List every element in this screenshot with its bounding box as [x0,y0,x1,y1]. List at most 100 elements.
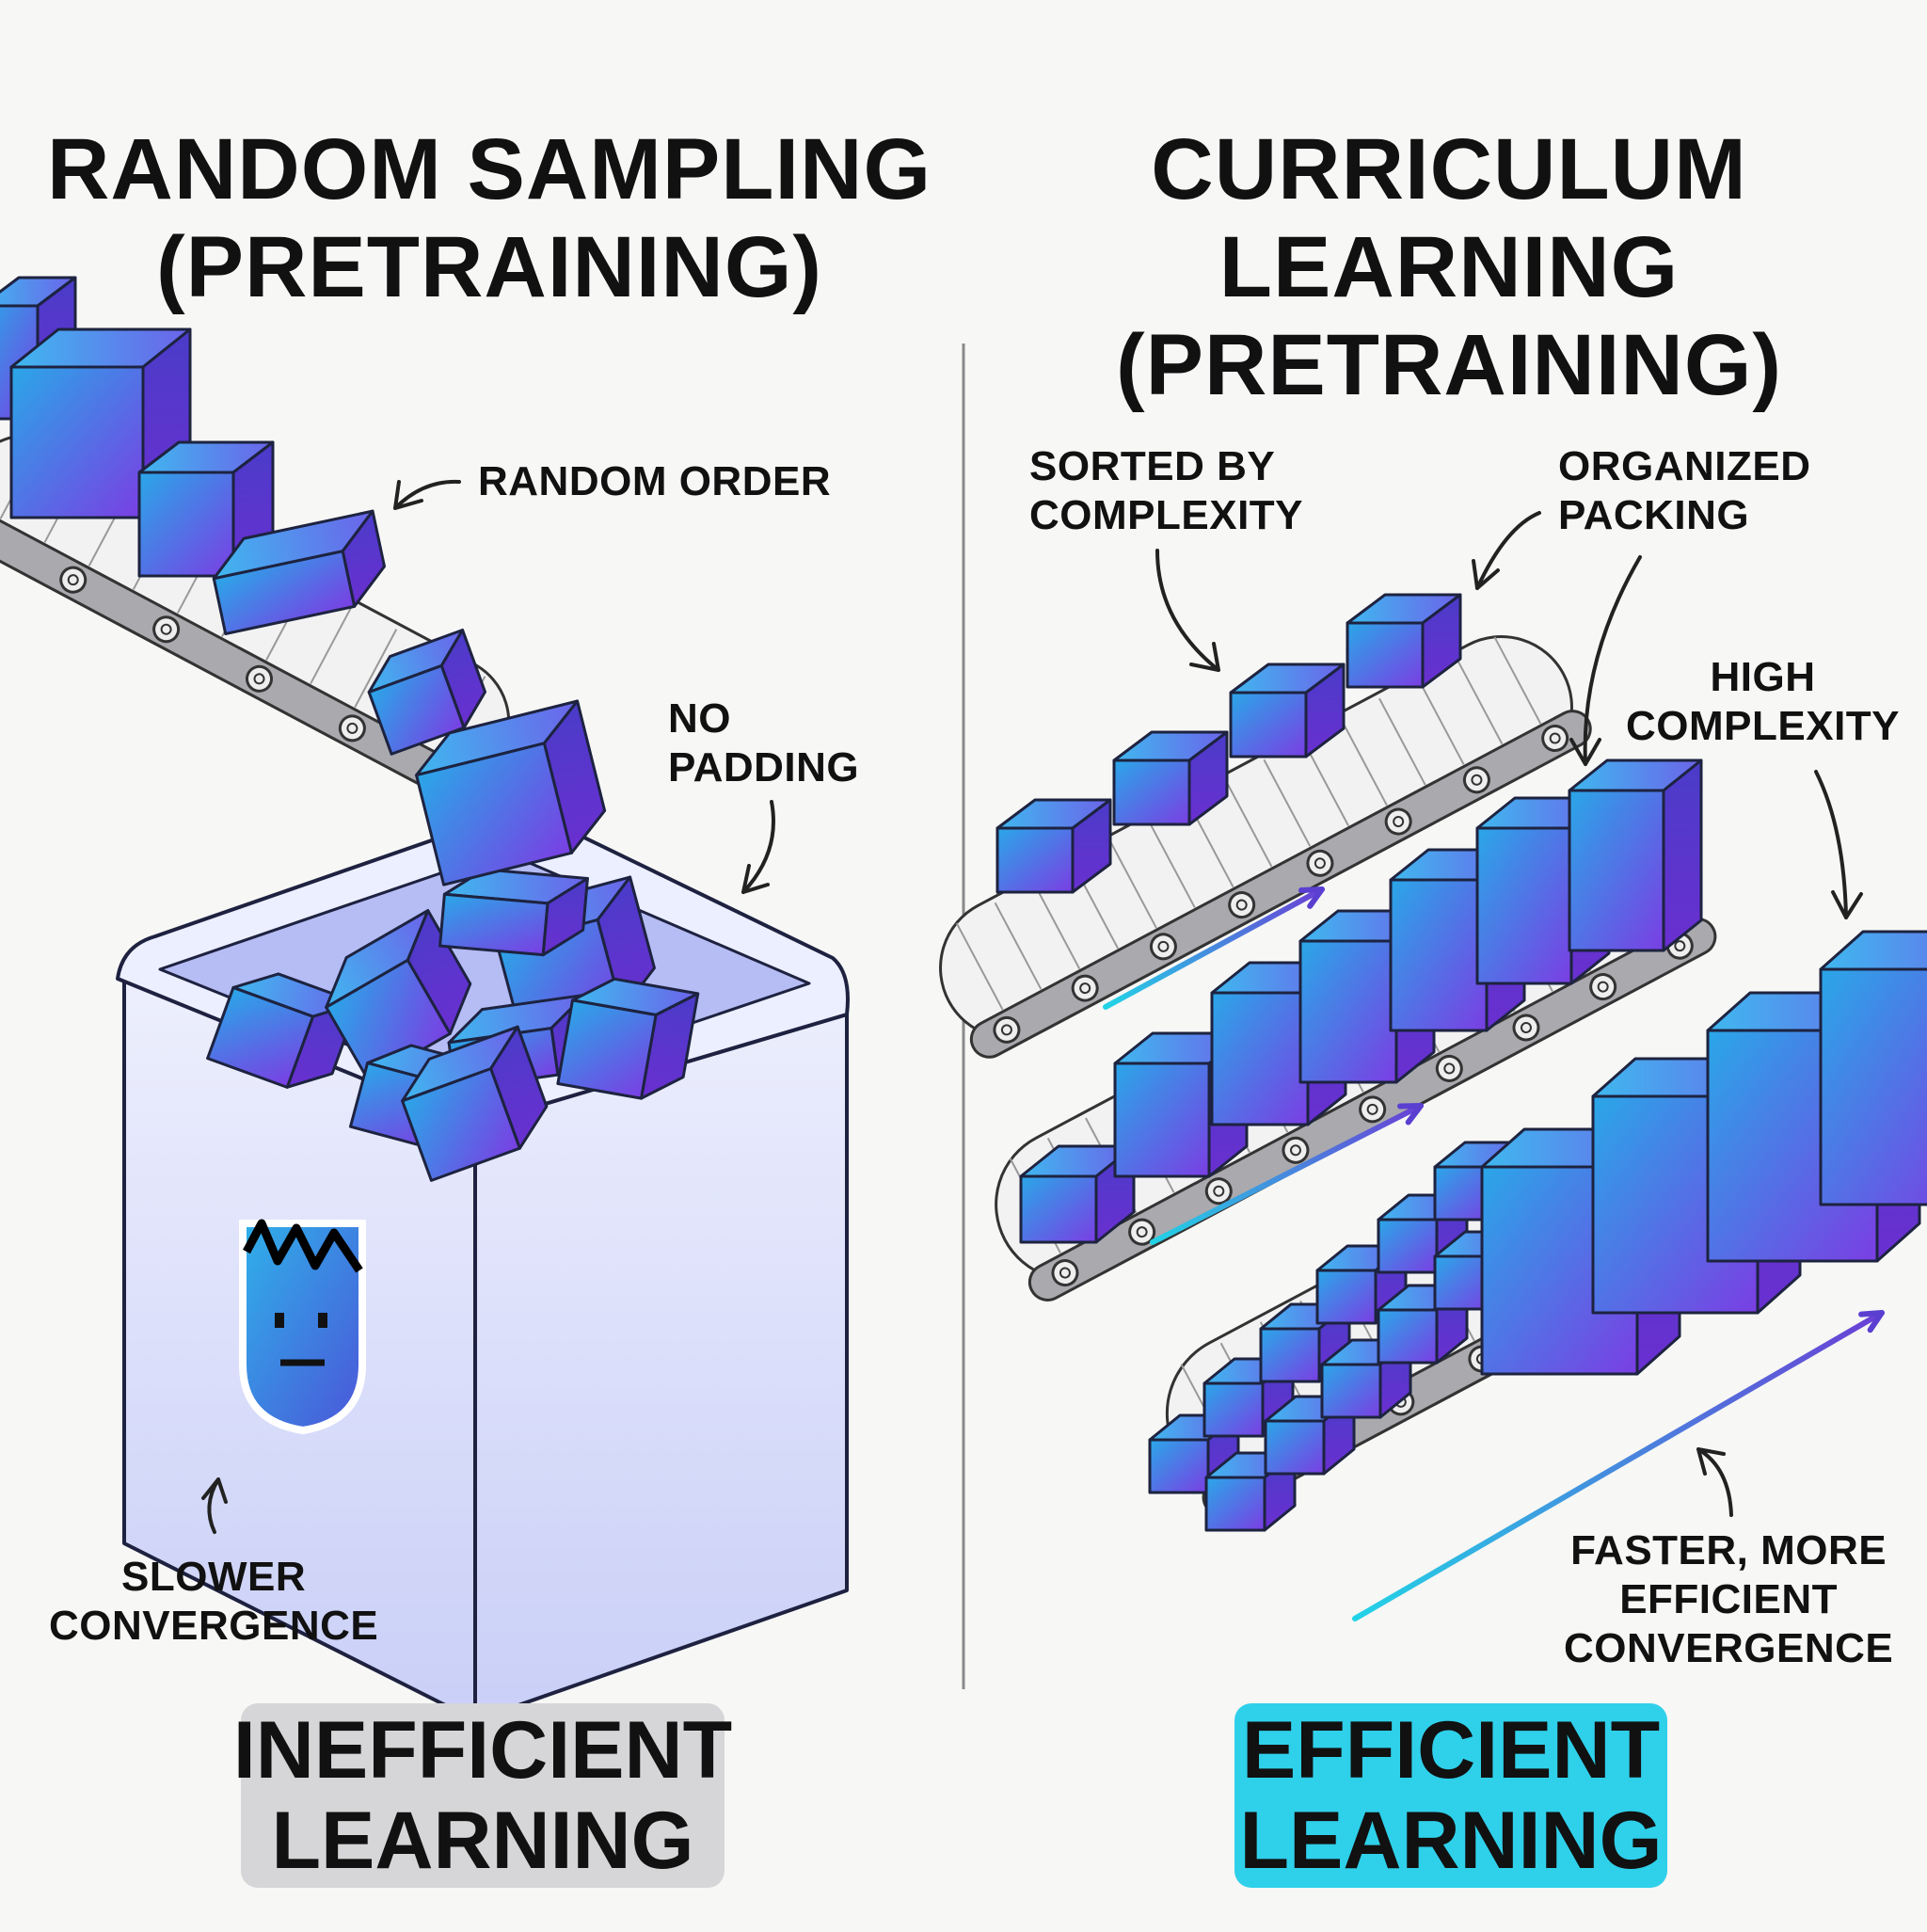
belt-roller [1051,1259,1079,1287]
data-cube [556,977,700,1100]
cube-front-face [1346,621,1425,689]
cube-front-face [1210,991,1310,1126]
callout-sorted-by-complexity [1155,549,1220,672]
cube-front-face [1315,1269,1378,1325]
belt-roller-hub [1136,1226,1148,1238]
label-slower-convergence: SLOWER CONVERGENCE [49,1553,378,1651]
data-cube [1346,593,1462,689]
belt-roller [993,1015,1021,1044]
data-cubes [0,276,1927,1532]
belt-roller [59,566,88,594]
belt-roller [1228,891,1256,919]
belt-roller [1071,974,1099,1002]
inefficient-badge-line2: LEARNING [271,1796,694,1886]
label-faster-line2: EFFICIENT [1619,1576,1839,1622]
belt-roller [1384,807,1412,836]
cube-front-face [1259,1327,1321,1383]
callout-high-complexity [1814,770,1863,919]
belt-slat [955,922,1004,1011]
motion-arrow [1150,1103,1424,1245]
cube-front-face [1113,1062,1211,1178]
face-shape [239,1220,366,1435]
efficient-badge-line1: EFFICIENT [1241,1705,1661,1796]
data-cube [1568,758,1703,952]
cube-front-face [206,985,315,1089]
label-faster-line3: CONVERGENCE [1564,1625,1894,1671]
belt-roller-hub [1157,940,1170,952]
label-high-complexity: HIGH COMPLEXITY [1626,653,1900,751]
belt-roller [1306,849,1334,877]
label-sorted-line1: SORTED BY [1029,443,1276,489]
left-title-line1: RANDOM SAMPLING [46,121,932,217]
data-cube [1229,663,1346,758]
belt-slat [1340,718,1388,806]
belt-roller-hub [1289,1144,1301,1157]
belt-roller-hub [67,574,79,586]
cube-front-face [1204,1476,1266,1532]
belt-roller-hub [253,673,265,685]
cube-front-face [995,826,1075,894]
cube-front-face [1019,1174,1098,1244]
belt-roller [1128,1218,1156,1246]
data-cube [212,509,387,635]
cube-front-face [1298,939,1398,1084]
belt-slat [1378,697,1426,786]
label-faster-convergence: FASTER, MORE EFFICIENT CONVERGENCE [1564,1526,1893,1673]
right-title-line2: (PRETRAINING) [1115,317,1783,413]
callout-slower-convergence [201,1477,228,1534]
belt-roller [1462,766,1490,794]
cube-front-face [1112,758,1191,826]
data-cube [137,440,275,578]
cube-front-face [1568,789,1665,952]
left-title: RANDOM SAMPLING (PRETRAINING) [38,120,941,316]
motion-arrow [1103,886,1325,1010]
belt-roller-hub [1314,857,1326,870]
label-organized-line1: ORGANIZED [1558,443,1811,489]
face-logo-icon [239,1219,366,1435]
belt-roller-hub [1597,981,1609,993]
belt-roller-hub [346,722,358,734]
face-hair [243,1219,363,1273]
label-random-order: RANDOM ORDER [478,458,832,504]
belt-roller-hub [1520,1022,1532,1034]
belt-roller [1541,725,1569,753]
right-title-line1: CURRICULUM LEARNING [1151,121,1747,315]
motion-arrow [1352,1310,1885,1621]
inefficient-learning-badge: INEFFICIENT LEARNING [233,1703,732,1888]
belt-roller [1512,1014,1540,1042]
cube-front-face [1229,691,1308,758]
belt-roller-hub [1213,1185,1225,1197]
belt-slat [1032,882,1081,969]
label-faster-line1: FASTER, MORE [1570,1527,1887,1573]
belt-roller-hub [160,623,172,635]
label-high-line2: COMPLEXITY [1626,703,1901,749]
cube-front-face [137,471,235,578]
belt-roller [1282,1136,1310,1164]
efficient-learning-badge: EFFICIENT LEARNING [1234,1703,1667,1888]
cube-front-face [438,892,549,957]
belt-roller-hub [1471,774,1483,786]
belt-roller [1204,1177,1233,1206]
belt-roller-hub [1079,982,1091,995]
conveyor-belt [939,635,1592,1059]
data-cube [9,327,192,519]
cube-front-face [1475,826,1573,985]
data-cube [367,629,487,756]
motion-arrow-head [1397,1103,1424,1126]
belt-side-rail [969,710,1592,1059]
cube-front-face [367,663,466,756]
belt-slat [994,902,1043,990]
label-no-padding: NO PADDING [668,695,859,792]
belt-slat [1148,821,1196,908]
data-cube [1019,1144,1136,1244]
belt-roller [1435,1054,1463,1082]
face-eye-left [275,1313,284,1328]
belt-slat [1493,636,1542,725]
cube-front-face [1264,1419,1326,1476]
belt-roller [152,615,181,644]
label-high-line1: HIGH [1710,654,1816,700]
label-organized-packing: ORGANIZED PACKING [1558,442,1811,540]
callout-arrows [201,479,1885,1621]
efficient-badge-line2: LEARNING [1239,1796,1663,1886]
